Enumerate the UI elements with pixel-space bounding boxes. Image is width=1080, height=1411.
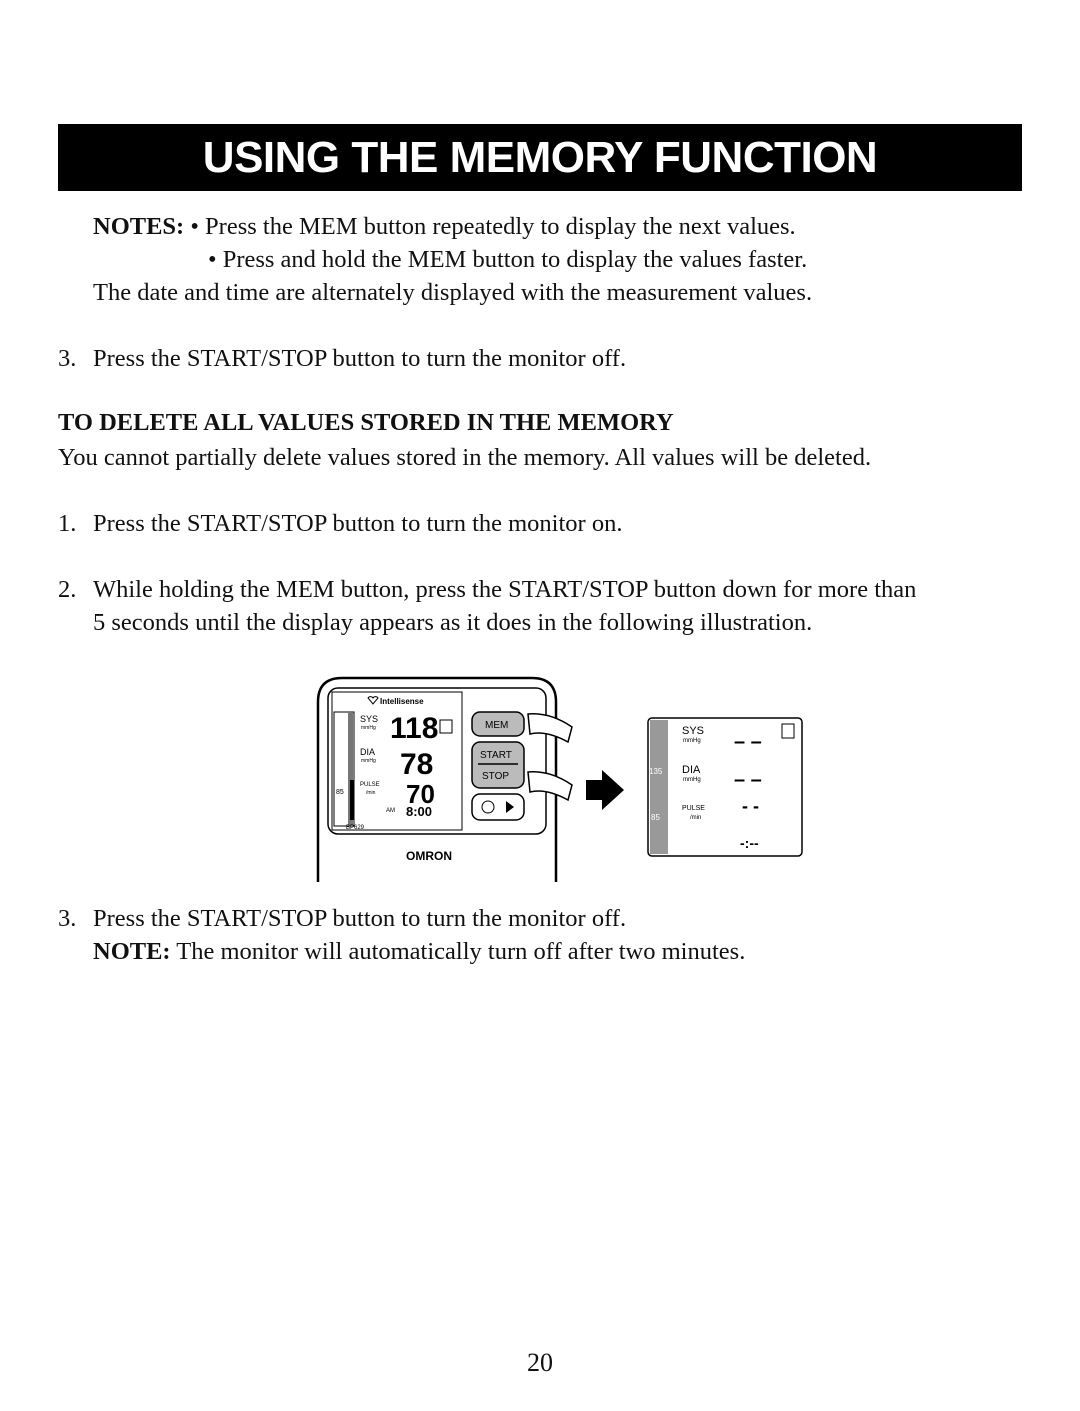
step-text: While holding the MEM button, press the …	[93, 576, 917, 603]
dia-unit: mmHg	[683, 777, 701, 783]
dia-value: 78	[400, 748, 433, 781]
note-bottom: NOTE: The monitor will automatically tur…	[93, 937, 745, 967]
pulse-unit: /min	[366, 790, 376, 796]
step-number: 3.	[58, 345, 77, 372]
page-number: 20	[527, 1348, 553, 1377]
play-icon	[506, 801, 514, 813]
start-label: START	[480, 750, 512, 761]
clock-icon	[481, 800, 495, 814]
pulse-dashes: - -	[742, 796, 759, 816]
step-1: 1. Press the START/STOP button to turn t…	[58, 509, 622, 539]
dia-dashes: – –	[734, 769, 762, 791]
dia-unit: mmHg	[361, 758, 376, 764]
notes-line-1: NOTES: • Press the MEM button repeatedly…	[93, 212, 796, 242]
monitor-device: Intellisense 135 85 SYS mmHg DIA mmHg PU…	[316, 676, 573, 882]
model-label: BP629	[346, 825, 365, 831]
finger-icon	[527, 771, 573, 802]
pulse-value: 70	[406, 779, 435, 809]
am-label: AM	[386, 808, 395, 814]
mem-button-label: MEM	[485, 720, 508, 731]
start-stop-button[interactable]	[471, 741, 525, 789]
note-label: NOTE:	[93, 938, 171, 965]
pulse-label: PULSE	[682, 805, 705, 812]
sys-dashes: – –	[734, 731, 762, 753]
mem-button[interactable]	[471, 711, 525, 737]
stop-label: STOP	[482, 771, 509, 782]
step-2-continued: 5 seconds until the display appears as i…	[93, 609, 813, 636]
scale-85: 85	[651, 813, 660, 822]
step-text: Press the START/STOP button to turn the …	[93, 345, 627, 372]
dia-label: DIA	[360, 747, 375, 757]
sys-value: 118	[390, 712, 438, 745]
pulse-unit: /min	[690, 815, 701, 821]
sys-label: SYS	[360, 714, 378, 724]
title-banner: USING THE MEMORY FUNCTION	[58, 124, 1022, 191]
step-number: 1.	[58, 510, 77, 537]
monitor-illustration: Intellisense 135 85 SYS mmHg DIA mmHg PU…	[316, 676, 803, 882]
notes-bullet-1: • Press the MEM button repeatedly to dis…	[190, 213, 796, 240]
finger-icon	[527, 713, 573, 744]
time-value: 8:00	[406, 804, 432, 819]
memory-icon	[439, 719, 453, 734]
brand-label: Intellisense	[380, 697, 424, 706]
cleared-display: 135 85 SYS mmHg DIA mmHg PULSE /min – – …	[647, 717, 803, 857]
step-2: 2. While holding the MEM button, press t…	[58, 575, 916, 605]
pulse-label: PULSE	[360, 782, 380, 788]
memory-icon	[781, 723, 795, 739]
page-title: USING THE MEMORY FUNCTION	[202, 132, 878, 182]
dia-label: DIA	[682, 764, 701, 776]
section-intro: You cannot partially delete values store…	[58, 444, 872, 471]
note-text: The monitor will automatically turn off …	[176, 938, 746, 965]
step-text: Press the START/STOP button to turn the …	[93, 510, 623, 537]
step-3: 3. Press the START/STOP button to turn t…	[58, 904, 626, 934]
right-arrow-icon	[586, 770, 624, 810]
step-3-top: 3. Press the START/STOP button to turn t…	[58, 344, 626, 374]
sys-label: SYS	[682, 725, 704, 737]
scale-135: 135	[335, 750, 347, 757]
section-heading: TO DELETE ALL VALUES STORED IN THE MEMOR…	[58, 409, 674, 436]
step-number: 3.	[58, 905, 77, 932]
step-text: Press the START/STOP button to turn the …	[93, 905, 627, 932]
heart-icon	[367, 696, 379, 705]
time-dashes: -:--	[740, 835, 759, 851]
sys-unit: mmHg	[683, 738, 701, 744]
notes-label: NOTES:	[93, 213, 185, 240]
notes-line-3: The date and time are alternately displa…	[93, 279, 813, 306]
sys-unit: mmHg	[361, 725, 376, 731]
scale-135: 135	[649, 767, 663, 776]
step-number: 2.	[58, 576, 77, 603]
scale-85: 85	[336, 789, 344, 796]
omron-logo: OMRON	[406, 849, 452, 863]
clock-play-button[interactable]	[471, 793, 525, 821]
notes-bullet-2: • Press and hold the MEM button to displ…	[208, 246, 808, 273]
